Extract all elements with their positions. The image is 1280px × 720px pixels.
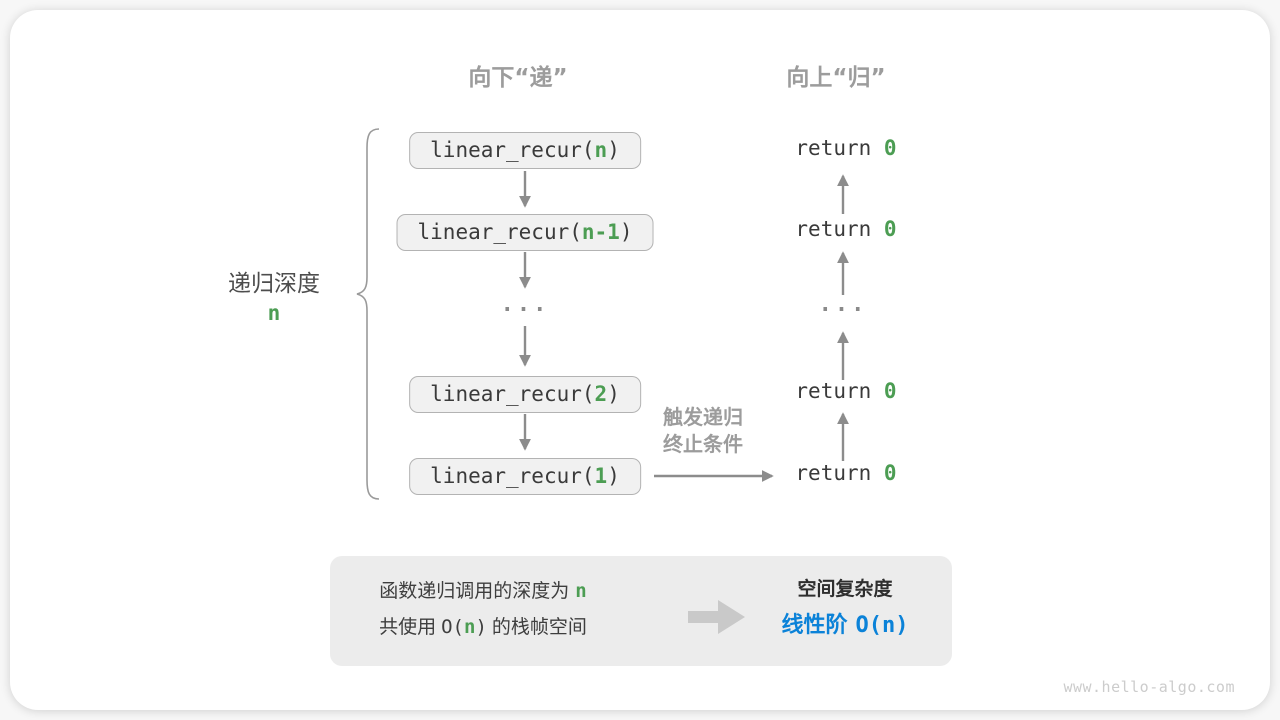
call-text: ) — [607, 138, 620, 162]
summary-o-close: ) — [475, 616, 487, 638]
return-keyword: return — [795, 379, 872, 403]
call-box-1: linear_recur(1) — [409, 458, 641, 495]
call-arg: n — [594, 138, 608, 162]
summary-o-n: n — [463, 616, 476, 638]
call-box-n: linear_recur(n) — [409, 132, 641, 169]
summary-line2-post: 的栈帧空间 — [491, 616, 587, 638]
summary-right: 空间复杂度 线性阶 O(n) — [742, 572, 948, 646]
space-complexity-title: 空间复杂度 — [797, 578, 893, 600]
summary-line1-text: 函数递归调用的深度为 — [379, 580, 570, 602]
call-box-2: linear_recur(2) — [409, 376, 641, 413]
summary-o-open: O( — [441, 616, 464, 638]
header-descend: 向下“递” — [468, 65, 568, 91]
complexity-order-label: 线性阶 — [781, 613, 848, 638]
call-box-n-1: linear_recur(n-1) — [396, 214, 654, 251]
trigger-label: 触发递归 终止条件 — [663, 404, 743, 458]
space-complexity-result: 线性阶 O(n) — [742, 606, 948, 646]
call-text: linear_recur( — [430, 464, 595, 488]
watermark: www.hello-algo.com — [1063, 678, 1235, 696]
return-row: return 0 — [795, 136, 896, 160]
return-value: 0 — [883, 217, 897, 241]
trigger-line1: 触发递归 — [663, 405, 743, 429]
call-text: linear_recur( — [430, 382, 595, 406]
return-keyword: return — [795, 461, 872, 485]
call-arg: n-1 — [581, 220, 620, 244]
depth-label: 递归深度 — [228, 271, 320, 297]
trigger-line2: 终止条件 — [663, 432, 743, 456]
call-arg: 1 — [594, 464, 608, 488]
complexity-notation: O(n) — [855, 613, 909, 638]
depth-value: n — [267, 301, 281, 325]
call-text: ) — [607, 464, 620, 488]
return-value: 0 — [883, 379, 897, 403]
summary-line1-n: n — [575, 580, 587, 602]
call-ellipsis: ... — [500, 292, 550, 317]
return-row: return 0 — [795, 217, 896, 241]
summary-line1: 函数递归调用的深度为 n — [338, 573, 628, 609]
return-keyword: return — [795, 217, 872, 241]
return-value: 0 — [883, 136, 897, 160]
summary-big-o: O(n) — [441, 616, 487, 638]
call-text: ) — [619, 220, 633, 244]
summary-panel — [330, 556, 952, 666]
call-text: linear_recur( — [430, 138, 595, 162]
return-row: return 0 — [795, 461, 896, 485]
depth-brace — [356, 128, 380, 500]
return-keyword: return — [795, 136, 872, 160]
header-ascend: 向上“归” — [786, 65, 886, 91]
implies-arrow-icon — [688, 600, 745, 634]
return-value: 0 — [883, 461, 897, 485]
call-text: linear_recur( — [417, 220, 582, 244]
return-row: return 0 — [795, 379, 896, 403]
call-text: ) — [607, 382, 620, 406]
call-arg: 2 — [594, 382, 608, 406]
return-ellipsis: ... — [818, 292, 868, 317]
summary-line2-pre: 共使用 — [379, 616, 437, 638]
